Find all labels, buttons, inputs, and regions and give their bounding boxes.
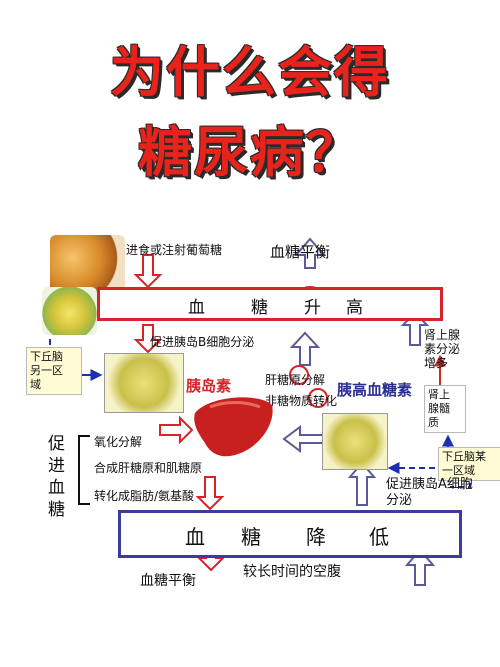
rise-char-2: 糖 <box>251 298 268 318</box>
fall-char-3: 降 <box>306 525 326 549</box>
food-image-dish <box>42 287 97 335</box>
nonsugar-circle <box>308 388 328 408</box>
promote-a-label: 促进胰岛A细胞 分泌 <box>386 477 473 508</box>
arrow-to-pancreas <box>133 324 163 354</box>
arrow-fall-up <box>347 461 377 506</box>
title-line-2: 糖尿病？ <box>138 121 362 184</box>
promote-b-label: 促进胰岛B细胞分泌 <box>150 335 255 349</box>
rise-char-3: 升 <box>304 298 321 318</box>
adrenal-medulla-box: 肾上 腺髓 质 <box>424 385 466 433</box>
diagram-arrows <box>49 237 471 586</box>
pancreas-islet-image-a <box>322 413 388 470</box>
arrow-up-balance <box>293 237 327 269</box>
non-sugar-label: 非糖物质转化 <box>265 394 338 408</box>
diagram: 进食或注射葡萄糖 血糖平衡 血 糖 升 高 促进胰岛B细胞分泌 下丘脑 另一区 … <box>0 225 500 667</box>
promote-side-label: 促 进 血 糖 <box>48 434 65 520</box>
fall-char-1: 血 <box>185 525 205 549</box>
rise-char-1: 血 <box>188 298 205 318</box>
fall-char-4: 低 <box>369 525 389 549</box>
top-balance-label: 血糖平衡 <box>270 243 331 261</box>
glycogen-break-label: 肝糖原分解 <box>265 373 326 387</box>
fall-char-2: 糖 <box>241 525 261 549</box>
fasting-label: 较长时间的空腹 <box>243 564 341 580</box>
blood-sugar-rise-box: 血 糖 升 高 <box>97 287 443 321</box>
food-image-pastry <box>50 235 125 293</box>
arrow-liver-down <box>195 476 225 511</box>
arrow-glucagon-up <box>289 331 321 366</box>
effect-3: 转化成脂肪/氨基酸 <box>94 489 195 503</box>
blood-sugar-fall-box: 血 糖 降 低 <box>118 510 462 558</box>
adrenal-cortex-label: 肾上腺 素分泌 增多 <box>424 328 461 370</box>
insulin-label: 胰岛素 <box>186 377 232 395</box>
arrow-insulin-liver <box>159 415 194 445</box>
liver-image <box>194 397 273 457</box>
glycogen-circle <box>289 365 309 385</box>
eat-label: 进食或注射葡萄糖 <box>126 243 223 257</box>
hypothalamus-right: 下丘脑某 一区域 <box>438 447 500 481</box>
bottom-balance-label: 血糖平衡 <box>140 573 196 589</box>
pancreas-islet-image-b <box>104 353 184 413</box>
glucagon-label: 胰高血糖素 <box>337 381 413 399</box>
title-line-1: 为什么会得 <box>110 41 390 104</box>
bracket <box>78 435 90 505</box>
arrow-food-down <box>133 254 163 289</box>
rise-char-4: 高 <box>346 298 363 318</box>
hypothalamus-left: 下丘脑 另一区 域 <box>26 347 82 395</box>
effect-1: 氧化分解 <box>94 435 143 449</box>
effect-2: 合成肝糖原和肌糖原 <box>94 461 203 475</box>
